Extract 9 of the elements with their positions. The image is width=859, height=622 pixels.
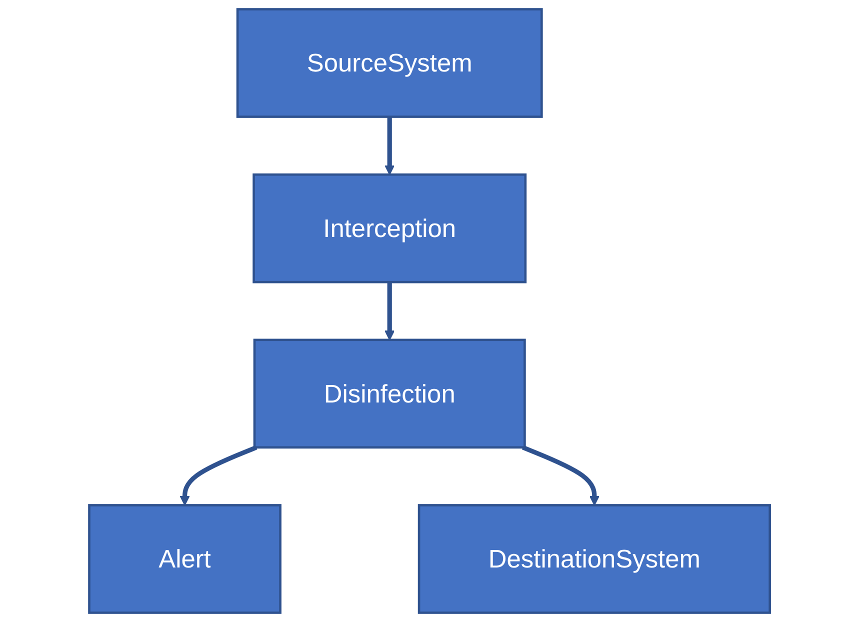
- arrow: [522, 445, 600, 506]
- node-box: SourceSystem: [236, 8, 543, 118]
- node-box: Alert: [88, 504, 282, 614]
- node-box: Interception: [252, 173, 527, 284]
- arrow: [180, 445, 258, 506]
- node-box: DestinationSystem: [418, 504, 771, 614]
- node-box: Disinfection: [253, 338, 526, 449]
- arrow: [384, 116, 395, 176]
- arrow: [384, 282, 395, 340]
